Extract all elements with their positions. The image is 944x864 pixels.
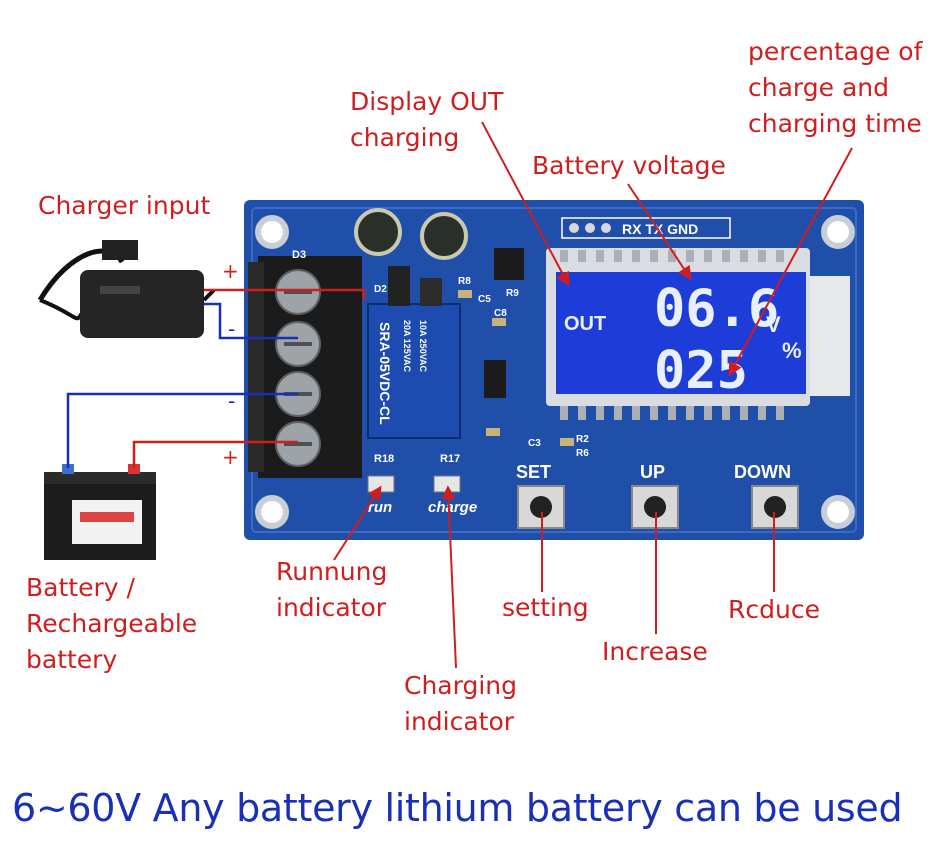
silk-d3: D3 xyxy=(292,249,306,261)
sign-charger-minus: - xyxy=(228,317,235,341)
run-led-label: run xyxy=(368,499,392,516)
lcd-percent: 025 xyxy=(654,341,748,401)
silk-r2: R2 xyxy=(576,434,589,445)
wire-battery-minus xyxy=(66,392,298,468)
capacitor xyxy=(420,212,468,260)
battery xyxy=(44,464,156,560)
mounting-hole xyxy=(821,495,855,529)
caption: 6~60V Any battery lithium battery can be… xyxy=(12,786,903,830)
mounting-hole xyxy=(255,495,289,529)
terminal-block xyxy=(248,256,362,478)
charger-adapter xyxy=(37,240,216,338)
silk-r6: R6 xyxy=(576,448,589,459)
label-charging-indicator: Charging indicator xyxy=(404,671,517,736)
label-reduce: Rcduce xyxy=(728,595,820,624)
sign-battery-minus: - xyxy=(228,389,235,413)
lcd-tab xyxy=(810,276,850,396)
diode xyxy=(484,360,506,398)
sign-battery-plus: + xyxy=(222,445,239,469)
lcd-percent-unit: % xyxy=(782,338,802,363)
silk-r18: R18 xyxy=(374,453,394,465)
relay-rating: 10A 250VAC xyxy=(418,320,428,373)
silk-r8: R8 xyxy=(458,276,471,287)
inductor xyxy=(420,278,442,306)
ic-chip xyxy=(494,248,524,280)
silk-c8: C8 xyxy=(494,308,507,319)
silk-c3: C3 xyxy=(528,438,541,449)
wire-battery-plus xyxy=(132,440,298,468)
mounting-hole xyxy=(255,215,289,249)
callout-charging-indicator xyxy=(441,485,457,669)
button-label-up: UP xyxy=(640,462,665,482)
silk-r9: R9 xyxy=(506,288,519,299)
charge-led xyxy=(433,475,461,493)
callout-run-indicator xyxy=(333,485,382,561)
callout-battery-voltage xyxy=(627,183,692,281)
charge-led-label: charge xyxy=(428,499,477,516)
callout-percentage xyxy=(728,147,853,377)
label-run-indicator: Runnung indicator xyxy=(276,557,388,622)
button-label-set: SET xyxy=(516,462,551,482)
silk-r17: R17 xyxy=(440,453,460,465)
wire-charger-minus xyxy=(204,302,298,340)
sign-charger-plus: + xyxy=(222,259,239,283)
header-pins xyxy=(561,217,731,239)
label-charger-input: Charger input xyxy=(38,191,211,220)
label-increase: Increase xyxy=(602,637,708,666)
relay-rating-2: 20A 125VAC xyxy=(402,320,412,373)
lcd-mode: OUT xyxy=(564,313,606,335)
wire-charger-plus xyxy=(204,288,366,300)
run-led xyxy=(367,475,395,493)
silk-c5: C5 xyxy=(478,294,491,305)
label-display-out: Display OUT charging xyxy=(350,87,504,152)
diode xyxy=(388,266,410,306)
header-label: RX TX GND xyxy=(622,221,698,237)
lcd-voltage: 06.6 xyxy=(654,279,779,339)
label-battery: Battery / Rechargeable battery xyxy=(26,573,198,674)
silk-d2: D2 xyxy=(374,284,387,295)
capacitor xyxy=(354,208,402,256)
label-percentage: percentage of charge and charging time xyxy=(748,37,923,138)
mounting-hole xyxy=(821,215,855,249)
label-battery-voltage: Battery voltage xyxy=(532,151,726,180)
label-setting: setting xyxy=(502,593,589,622)
relay-label: SRA-05VDC-CL xyxy=(377,322,393,425)
callout-display-out xyxy=(481,121,570,287)
button-label-down: DOWN xyxy=(734,462,791,482)
set-button[interactable] xyxy=(517,485,565,529)
relay: SRA-05VDC-CL 10A 250VAC 20A 125VAC xyxy=(367,303,461,439)
lcd-voltage-unit: V xyxy=(766,312,781,337)
lcd-screen xyxy=(556,272,806,394)
